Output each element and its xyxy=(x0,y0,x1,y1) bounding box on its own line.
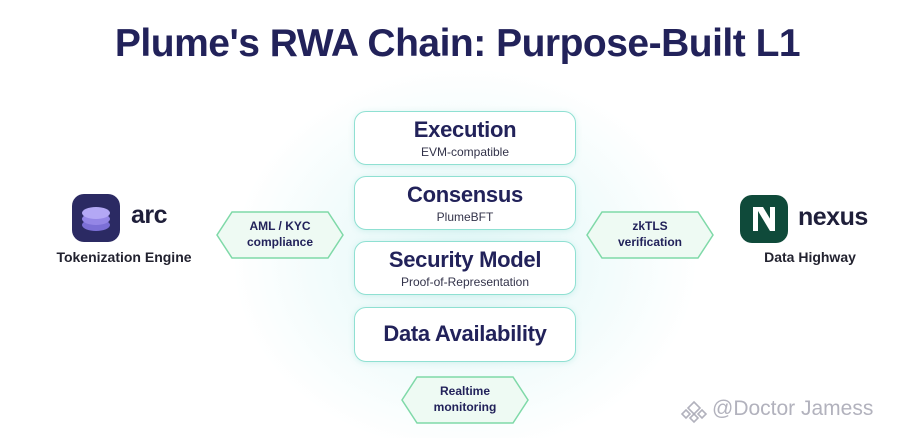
page-title: Plume's RWA Chain: Purpose-Built L1 xyxy=(114,22,801,65)
arc-logo-icon xyxy=(72,194,120,242)
arc-brand-name: arc xyxy=(131,201,168,229)
watermark-logo-icon xyxy=(680,400,708,424)
stack-execution: Execution EVM-compatible xyxy=(354,111,576,165)
connector-zktls-label: zkTLS verification xyxy=(617,219,683,249)
connector-zktls: zkTLS verification xyxy=(586,211,714,259)
stack-data-availability: Data Availability xyxy=(354,307,576,362)
connector-realtime-monitoring-label: Realtime monitoring xyxy=(433,384,497,414)
hex-shape-bottom xyxy=(401,376,529,424)
stack-security-model: Security Model Proof-of-Representation xyxy=(354,241,576,295)
connector-aml-kyc: AML / KYC compliance xyxy=(216,211,344,259)
nexus-brand-name: nexus xyxy=(798,203,868,231)
stack-consensus: Consensus PlumeBFT xyxy=(354,176,576,230)
nexus-caption: Data Highway xyxy=(764,249,856,265)
stack-data-availability-title: Data Availability xyxy=(383,321,547,346)
arc-caption: Tokenization Engine xyxy=(56,249,192,265)
stack-security-model-title: Security Model xyxy=(388,247,542,272)
connector-aml-kyc-label: AML / KYC compliance xyxy=(246,219,314,249)
connector-realtime-monitoring: Realtime monitoring xyxy=(401,376,529,424)
stack-security-model-subtitle: Proof-of-Representation xyxy=(400,275,530,289)
stack-consensus-subtitle: PlumeBFT xyxy=(436,210,494,224)
stack-execution-subtitle: EVM-compatible xyxy=(420,145,510,159)
hex-shape-right xyxy=(586,211,714,259)
stack-execution-title: Execution xyxy=(413,117,517,142)
watermark-text: @Doctor Jamess xyxy=(712,397,874,420)
hex-shape-left xyxy=(216,211,344,259)
stack-consensus-title: Consensus xyxy=(407,182,523,207)
nexus-logo-icon xyxy=(740,195,788,243)
